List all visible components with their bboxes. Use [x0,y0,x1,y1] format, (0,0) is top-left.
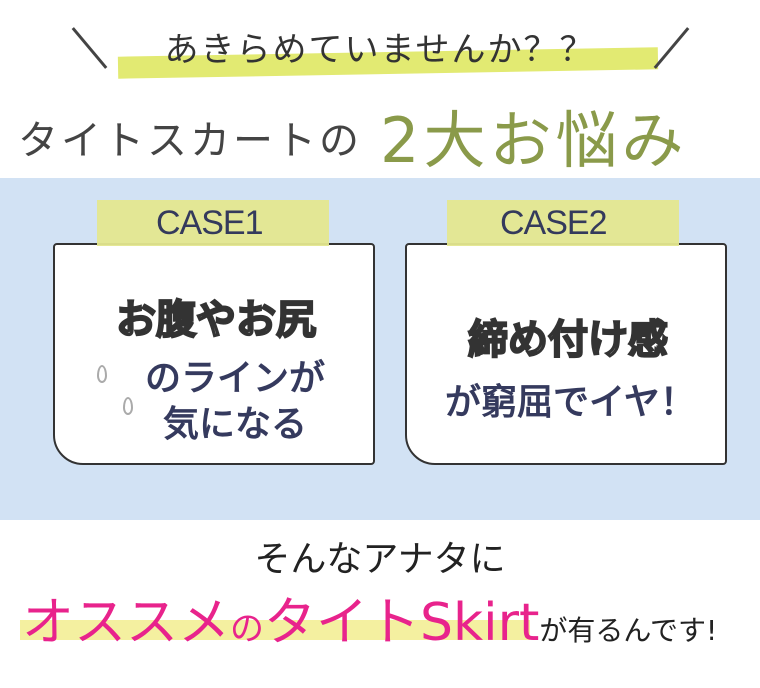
case1-headline: お腹やお尻 [115,296,317,344]
case1-label: CASE1 [156,204,263,242]
footer-highlight [20,620,530,640]
case1-tape [97,200,329,246]
footer-pink2: タイトSkirt [264,593,540,653]
title-main: 2大お悩み [380,104,688,177]
case2-line1: が窮屈でイヤ！ [445,382,696,423]
case2-label: CASE2 [500,204,607,242]
footer-line2: オススメのタイトSkirtが有るんです! [22,580,717,655]
sweat-drop-icon [97,365,107,383]
case1-card: お腹やお尻 のラインが 気になる [53,243,375,465]
case2-card: 締め付け感 が窮屈でイヤ！ [405,243,727,465]
case1-line1: のラインが [145,358,326,399]
title-prefix: タイトスカートの [18,118,362,164]
case2-tape [447,200,679,246]
footer-pink1: オススメ [22,593,231,653]
footer-line1: そんなアナタに [254,539,506,580]
footer-tail: が有るんです! [539,614,718,647]
subtitle: あきらめていませんか？？ [164,30,596,70]
case1-line2: 気になる [163,404,308,445]
sweat-drop-icon [123,397,133,415]
footer-pink-small: の [230,609,265,649]
case2-headline: 締め付け感 [467,316,669,364]
